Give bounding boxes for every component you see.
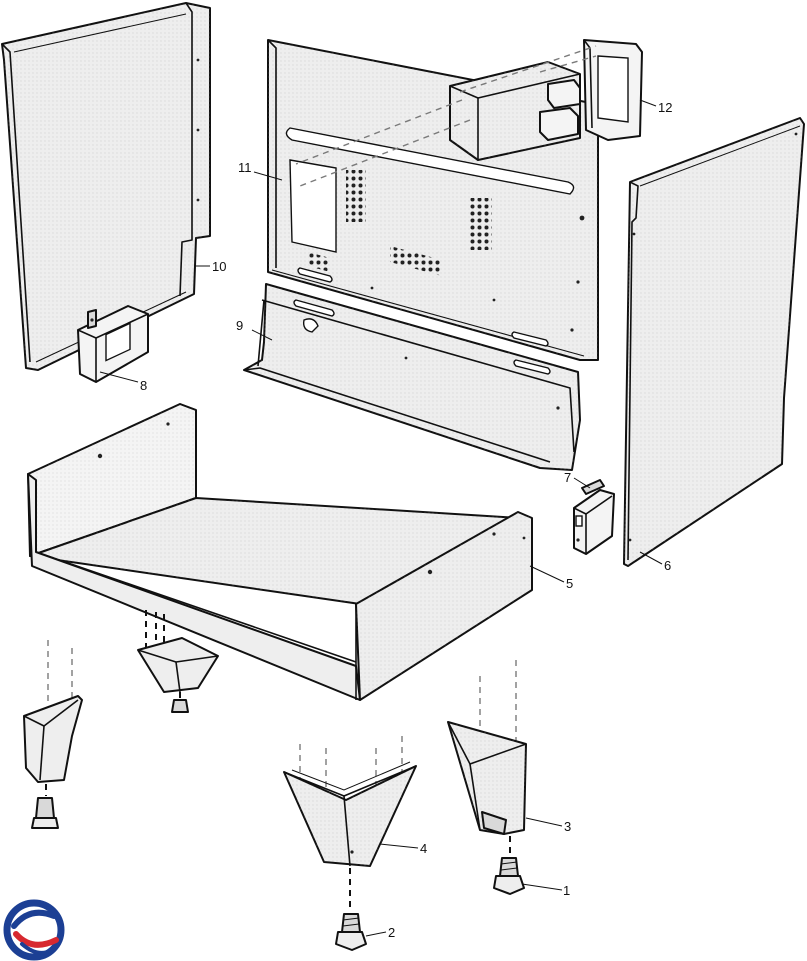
callout-5: 5 [566,576,573,591]
part-3-right-leg [447,660,527,860]
guide-line [295,99,463,165]
part-6-right-side-panel [623,117,805,567]
leg-rear [137,637,219,713]
callout-10: 10 [212,259,226,274]
part-7-small-bracket [573,479,615,555]
callout-6: 6 [664,558,671,573]
callout-1: 1 [563,883,570,898]
part-2-foot-screw [335,913,367,951]
callout-11: 11 [238,160,252,175]
leg-left [23,695,83,829]
leader-lines [99,99,663,937]
callout-7: 7 [564,470,571,485]
part-1-foot-screw [493,857,525,895]
guide-line [299,119,471,187]
part-4-center-leg [283,736,417,910]
callout-8: 8 [140,378,147,393]
part-8-corner-bracket [77,305,149,383]
part-5-base-tray [27,403,533,701]
brand-swirl-logo [3,899,65,961]
callout-9: 9 [236,318,243,333]
callout-2: 2 [388,925,395,940]
callout-12: 12 [658,100,672,115]
callout-labels: 11 10 8 9 12 7 5 6 3 4 1 2 [140,100,672,940]
callout-4: 4 [420,841,427,856]
part-12-housing-box [449,39,643,161]
callout-3: 3 [564,819,571,834]
part-10-left-side-panel [1,2,211,371]
part-9-rail-channel [243,283,581,471]
